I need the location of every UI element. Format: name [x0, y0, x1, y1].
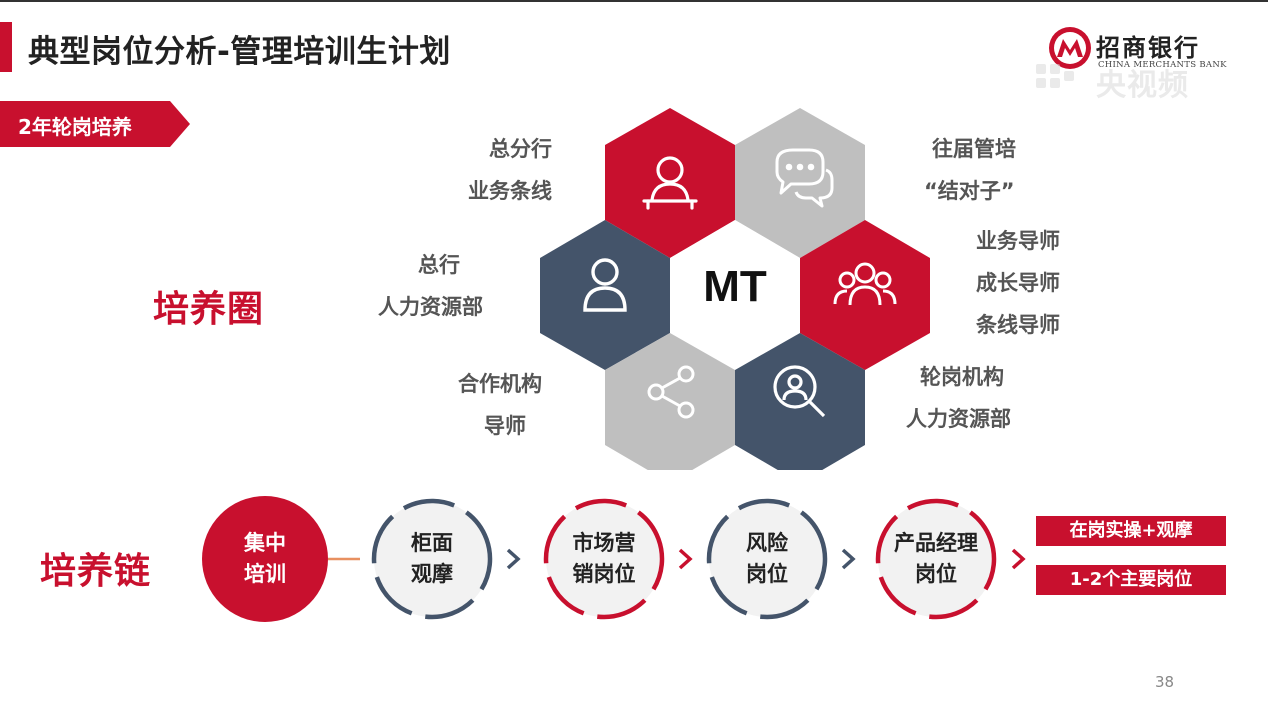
hex-label-left: 总行 人力资源部: [378, 244, 508, 328]
hex-left: [540, 220, 670, 370]
hex-label-bottom-right-line1: 轮岗机构: [920, 365, 1004, 389]
section-circle-label: 培养圈: [153, 289, 265, 330]
bank-logo: 招商银行 CHINA MERCHANTS BANK: [1046, 22, 1246, 78]
logo-subtext: CHINA MERCHANTS BANK: [1098, 60, 1227, 70]
watermark: 央视频: [1030, 58, 1220, 103]
title-accent-bar: [0, 22, 12, 72]
page-title: 典型岗位分析-管理培训生计划: [28, 34, 451, 70]
chain-node-5-label: 产品经理 岗位: [876, 528, 996, 590]
hex-label-left-line2: 人力资源部: [378, 295, 483, 319]
center-mt-label: MT: [703, 262, 767, 311]
chain-node-5-line2: 岗位: [915, 562, 957, 586]
hex-label-bottom-right: 轮岗机构 人力资源部: [906, 356, 1011, 440]
arrow-icon-5: [1011, 548, 1026, 570]
hex-label-right: 业务导师 成长导师 条线导师: [976, 220, 1060, 346]
arrow-icon-4: [841, 548, 856, 570]
hex-label-left-line1: 总行: [418, 253, 460, 277]
chain-node-2-line1: 柜面: [411, 531, 453, 555]
chain-node-2-line2: 观摩: [411, 562, 453, 586]
hex-label-right-line2: 成长导师: [976, 271, 1060, 295]
logo-text: 招商银行: [1096, 33, 1200, 62]
page-number: 38: [1155, 673, 1175, 691]
chat-bubbles-icon: [775, 148, 834, 208]
arrow-icon-3: [678, 548, 693, 570]
chain-node-4: [706, 498, 828, 620]
chain-node-4-line1: 风险: [746, 531, 788, 555]
watermark-icon: [1036, 64, 1074, 88]
person-icon: [583, 258, 627, 312]
hex-label-top-right-line2: “结对子”: [924, 179, 1015, 203]
person-search-icon: [773, 365, 826, 418]
hex-label-top-right: 往届管培 “结对子”: [924, 128, 1016, 212]
chain-node-1-line2: 培训: [244, 562, 286, 586]
arrow-icon-2: [506, 548, 521, 570]
tag-banner: [0, 101, 190, 147]
chain-node-1-line1: 集中: [244, 531, 286, 555]
hex-center: [670, 220, 800, 370]
hex-label-top-left-line2: 业务条线: [468, 179, 552, 203]
chain-node-2-label: 柜面 观摩: [377, 528, 487, 590]
section-chain-label: 培养链: [40, 551, 152, 592]
chain-node-5-line1: 产品经理: [894, 531, 978, 555]
hex-label-bottom-left: 合作机构 导师: [458, 363, 562, 447]
chain-node-4-line2: 岗位: [746, 562, 788, 586]
hex-label-top-right-line1: 往届管培: [932, 137, 1016, 161]
chain-node-3-label: 市场营 销岗位: [549, 528, 659, 590]
hex-cluster: MT: [540, 108, 930, 470]
chain-node-2: [371, 498, 493, 620]
group-icon: [833, 262, 897, 306]
watermark-text: 央视频: [1096, 68, 1189, 103]
chain-node-5: [875, 498, 997, 620]
chain-node-3-line2: 销岗位: [572, 562, 636, 586]
hex-label-bottom-left-line2: 导师: [484, 414, 526, 438]
hex-label-bottom-right-line2: 人力资源部: [906, 407, 1011, 431]
hex-label-bottom-left-line1: 合作机构: [458, 372, 542, 396]
cmb-logo-icon: [1049, 27, 1091, 69]
hex-label-right-line1: 业务导师: [976, 229, 1060, 253]
hex-label-top-left-line1: 总分行: [489, 137, 552, 161]
hex-bottom-right: [735, 333, 865, 470]
chain-node-4-label: 风险 岗位: [712, 528, 822, 590]
outcome-box-1: 在岗实操+观摩: [1036, 516, 1226, 546]
chain-node-3: [543, 498, 665, 620]
chain-node-3-line1: 市场营: [572, 531, 636, 555]
chain-node-1: [202, 496, 328, 622]
hex-label-top-left: 总分行 业务条线: [460, 128, 552, 212]
outcome-box-2: 1-2个主要岗位: [1036, 565, 1226, 595]
hex-right: [800, 220, 930, 370]
person-at-desk-icon: [642, 156, 698, 210]
top-rule: [0, 0, 1268, 2]
share-icon: [647, 365, 695, 419]
hex-label-right-line3: 条线导师: [976, 313, 1060, 337]
chain-node-1-label: 集中 培训: [210, 528, 320, 590]
training-chain: [202, 496, 1026, 622]
tag-label: 2年轮岗培养: [18, 115, 132, 139]
